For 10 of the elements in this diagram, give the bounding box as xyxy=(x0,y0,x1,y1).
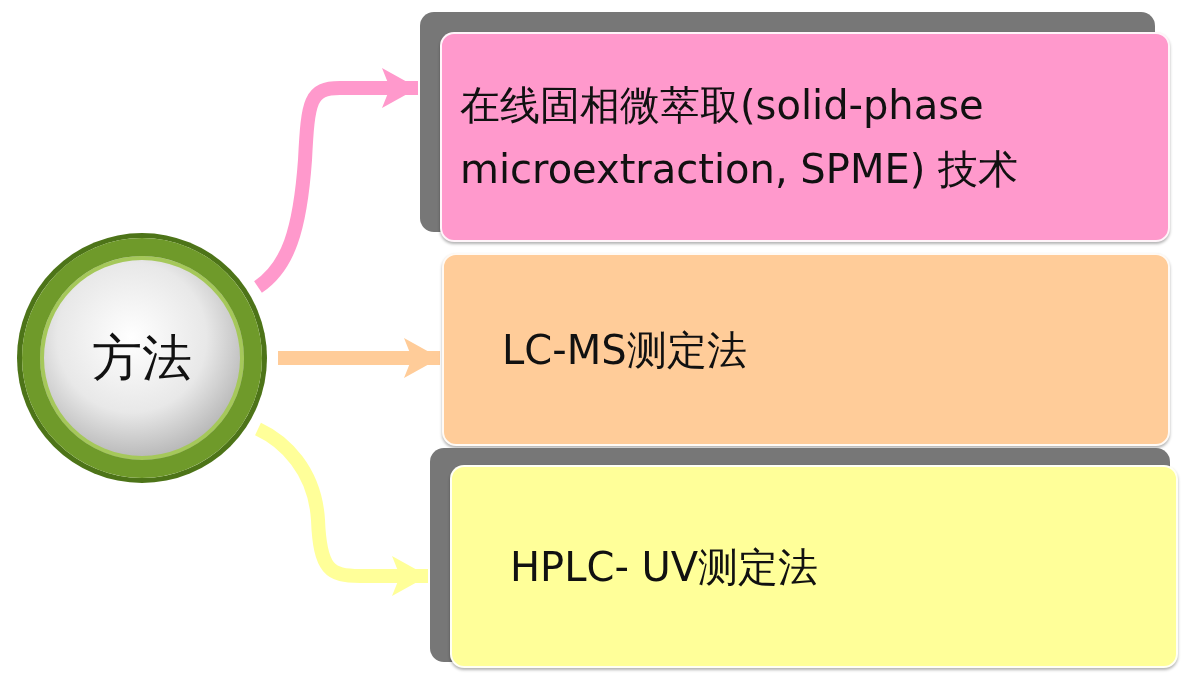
arrow xyxy=(254,422,428,596)
arrow xyxy=(278,338,440,378)
process-box xyxy=(450,465,1178,668)
node-label: 在线固相微萃取(solid-phase microextraction, SPME) 技术 xyxy=(460,81,1019,194)
arrow xyxy=(253,68,418,293)
node-label: 方法 xyxy=(92,328,192,389)
process-box xyxy=(442,253,1170,446)
node-label: HPLC- UV测定法 xyxy=(510,542,819,592)
node-label: LC-MS测定法 xyxy=(502,325,747,375)
process-box xyxy=(440,32,1170,242)
